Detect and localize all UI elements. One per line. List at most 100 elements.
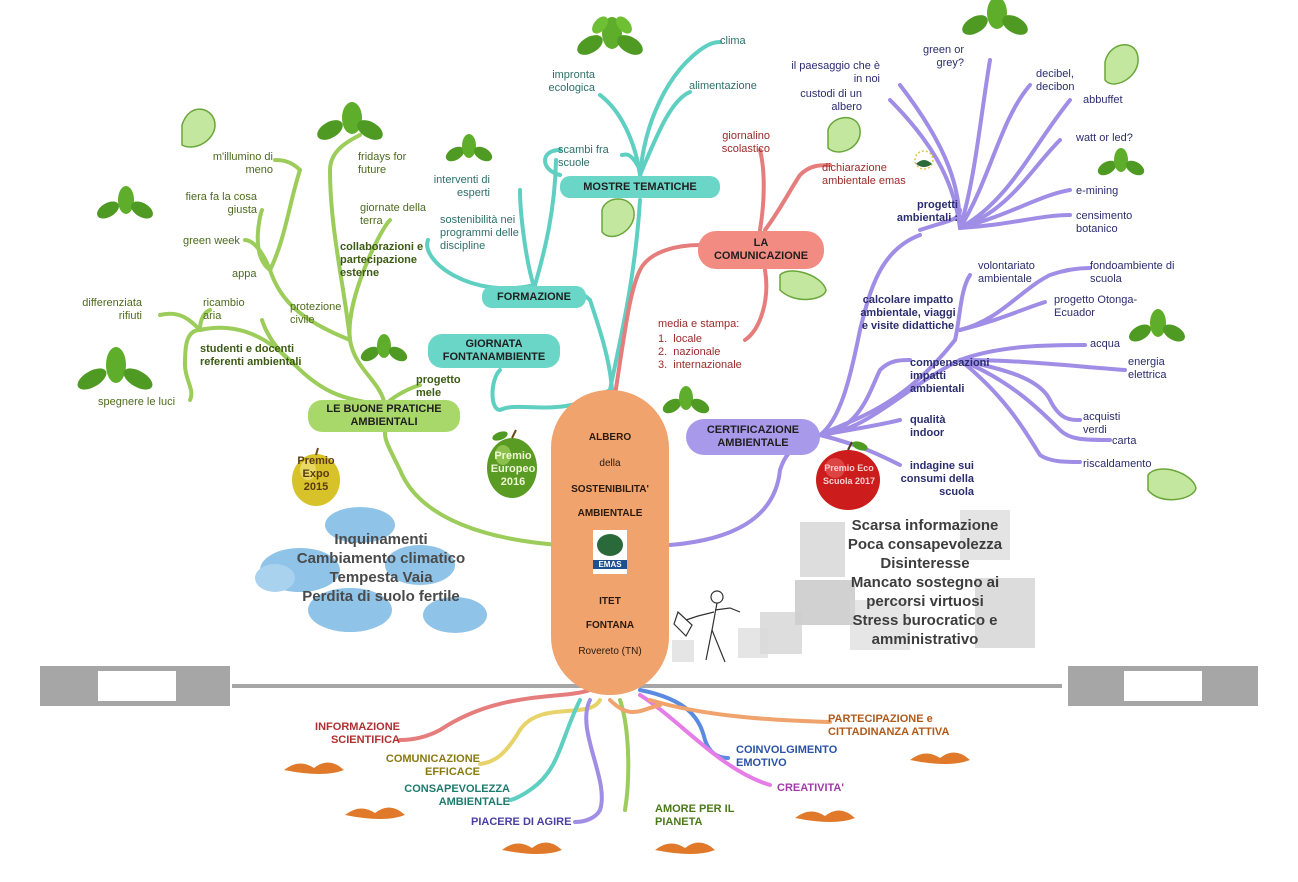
label-acqua: acqua [1090, 338, 1120, 350]
label-studenti: studenti e docenti referenti ambientali [200, 343, 302, 368]
label-sostenibilita: sostenibilità nei programmi delle discip… [440, 214, 519, 252]
cloud-threats: Inquinamenti Cambiamento climatico Tempe… [286, 530, 476, 606]
trunk-label-7: Rovereto (TN) [578, 646, 642, 657]
label-censimento: censimento botanico [1076, 210, 1133, 235]
node-label: LE BUONE PRATICHE AMBIENTALI [326, 403, 442, 428]
yellow-apple-icon [292, 447, 340, 506]
label-interventi: interventi di esperti [433, 174, 490, 199]
leaf-cluster-icon [77, 347, 153, 390]
label-scambi: scambi fra scuole [558, 144, 609, 169]
label-custodi: custodi di un albero [800, 88, 862, 113]
label-premio-red: Premio Eco Scuola 2017 [822, 463, 876, 486]
media-item: internazionale [673, 359, 742, 371]
node-label: MOSTRE TEMATICHE [583, 180, 697, 193]
leaf-cluster-icon [1097, 148, 1145, 176]
green-branches [158, 133, 562, 547]
leaf-cluster-icon [445, 134, 493, 162]
label-protezione: protezione civile [290, 301, 342, 326]
label-watt: watt or led? [1076, 132, 1133, 144]
label-giornate: giornate della terra [360, 202, 427, 227]
label-fondoambiente: fondoambiente di scuola [1090, 260, 1175, 285]
label-abbuffet: abbuffet [1083, 94, 1123, 106]
label-differenziata: differenziata rifiuti [82, 297, 142, 322]
roots [398, 688, 832, 824]
label-media-title: media e stampa: [658, 318, 740, 330]
label-otonga: progetto Otonga-Ecuador [1054, 294, 1138, 319]
root-piacere: PIACERE DI AGIRE [471, 816, 572, 828]
leaf-cluster-icon [360, 334, 408, 362]
label-giornalino: giornalino scolastico [721, 130, 770, 155]
media-item: locale [673, 333, 703, 345]
root-consapevolezza: CONSAPEVOLEZZA AMBIENTALE [404, 783, 510, 808]
cloud-line: Inquinamenti [334, 531, 428, 548]
trunk-label-1: ALBERO [588, 432, 632, 443]
root-creativita: CREATIVITA' [777, 782, 844, 794]
teal-branches [425, 40, 722, 413]
leaf-cluster-icon [1129, 309, 1185, 342]
node-mostre-tematiche[interactable]: MOSTRE TEMATICHE [560, 176, 720, 198]
ground-block-right [1068, 666, 1258, 706]
label-progetti: progetti ambientali : [896, 199, 958, 224]
leaf-cluster-icon [962, 0, 1028, 35]
trunk-label-3: SOSTENIBILITA' [571, 484, 649, 495]
label-riscaldamento: riscaldamento [1083, 458, 1152, 470]
label-energia: energia elettrica [1128, 356, 1167, 381]
cloud-line: Cambiamento climatico [296, 550, 466, 567]
root-amore: AMORE PER IL PIANETA [655, 803, 735, 828]
single-leaf-icon [181, 44, 1197, 501]
label-volontariato: volontariato ambientale [978, 260, 1035, 285]
trunk-label-2: della [599, 458, 621, 469]
root-comunicazione: COMUNICAZIONE EFFICACE [385, 753, 480, 778]
label-appa: appa [232, 268, 257, 280]
obstacle-line: Scarsa informazione [851, 517, 999, 534]
media-item: nazionale [673, 346, 721, 358]
label-fiera: fiera fa la cosa giusta [185, 191, 257, 216]
obstacle-line: Disinteresse [880, 555, 970, 572]
emas-text: EMAS [593, 560, 627, 569]
obstacle-line: Poca consapevolezza [847, 536, 1003, 553]
root-partecipazione: PARTECIPAZIONE e CITTADINANZA ATTIVA [828, 713, 950, 738]
emas-logo-icon [914, 150, 934, 170]
node-buone-pratiche[interactable]: LE BUONE PRATICHE AMBIENTALI [308, 400, 460, 432]
red-apple-icon [816, 441, 880, 510]
trunk-label-4: AMBIENTALE [577, 508, 643, 519]
trunk-label-5: ITET [599, 596, 621, 607]
root-informazione: INFORMAZIONE SCIENTIFICA [315, 721, 400, 746]
obstacles-list: Scarsa informazione Poca consapevolezza … [830, 516, 1020, 649]
label-dichiarazione: dichiarazione ambientale emas [822, 162, 906, 187]
label-premio-expo: Premio Expo 2015 [297, 455, 335, 493]
node-label: CERTIFICAZIONE AMBIENTALE [706, 424, 800, 449]
tree-trunk: ALBERO della SOSTENIBILITA' AMBIENTALE E… [551, 390, 669, 695]
label-millumino: m'illumino di meno [212, 151, 273, 176]
node-comunicazione[interactable]: LA COMUNICAZIONE [698, 231, 824, 269]
label-ricambio: ricambio aria [203, 297, 245, 322]
cloud-line: Perdita di suolo fertile [302, 588, 460, 605]
label-premio-europeo: Premio Europeo 2016 [490, 450, 536, 488]
emas-globe-icon [597, 534, 623, 556]
label-compensazioni: compensazioni impatti ambientali [910, 357, 990, 395]
clouds [255, 507, 487, 633]
node-label: GIORNATA FONTANAMBIENTE [442, 338, 546, 363]
green-apple-icon [487, 429, 537, 498]
emas-logo: EMAS [593, 530, 627, 574]
apples [292, 429, 880, 510]
obstacle-line: Mancato sostegno ai percorsi virtuosi [850, 574, 1000, 610]
purple-branches [668, 58, 1127, 547]
label-media-3: 3. internazionale [658, 359, 742, 371]
label-paesaggio: il paesaggio che è in noi [791, 60, 880, 85]
label-spegnere: spegnere le luci [98, 396, 176, 408]
label-media-1: 1. locale [658, 333, 703, 345]
ground-block-left [40, 666, 230, 706]
node-label: LA COMUNICAZIONE [713, 237, 809, 262]
leaf-cluster-icon [97, 186, 153, 219]
node-certificazione[interactable]: CERTIFICAZIONE AMBIENTALE [686, 419, 820, 455]
fog-patches [672, 510, 1035, 662]
cloud-line: Tempesta Vaia [329, 569, 433, 586]
node-formazione[interactable]: FORMAZIONE [482, 286, 586, 308]
label-alimentazione: alimentazione [689, 80, 757, 92]
person-sketch [673, 590, 741, 663]
label-qualita: qualità indoor [910, 414, 946, 439]
node-giornata[interactable]: GIORNATA FONTANAMBIENTE [428, 334, 560, 368]
leaf-cluster-icon [317, 102, 383, 140]
